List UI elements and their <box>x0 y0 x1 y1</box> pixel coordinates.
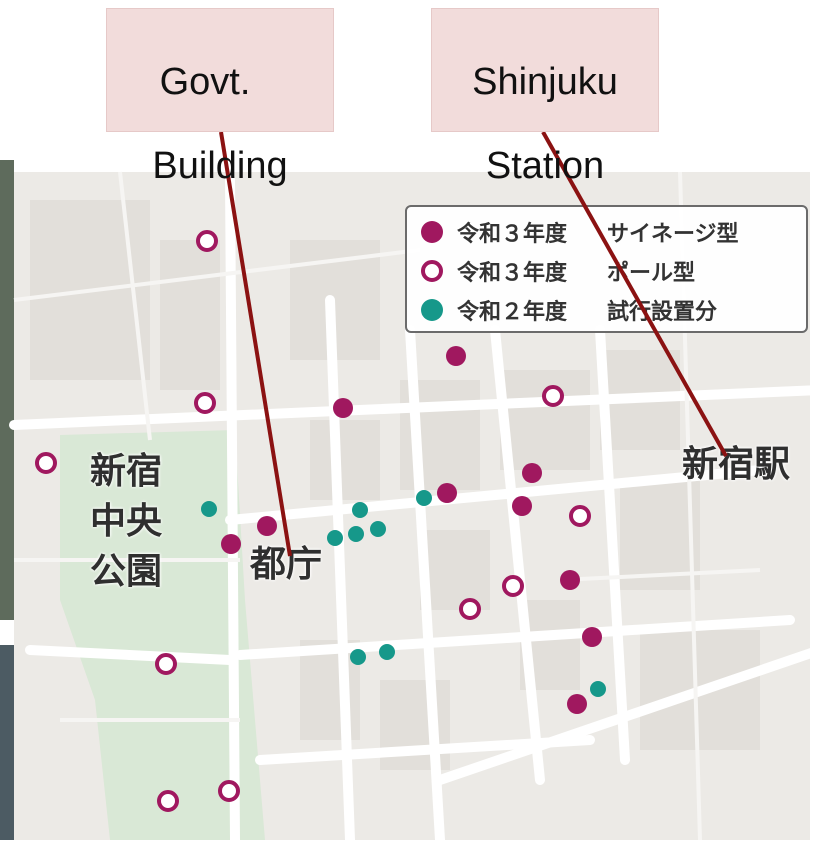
pole-marker <box>196 230 218 252</box>
trial-marker <box>590 681 606 697</box>
signage-markers <box>221 346 602 714</box>
signage-marker <box>446 346 466 366</box>
callout-line: Building <box>152 145 288 187</box>
trial-marker <box>327 530 343 546</box>
signage-marker <box>257 516 277 536</box>
legend-year: 令和３年度 <box>457 222 568 247</box>
trial-marker <box>201 501 217 517</box>
legend-item-pole: 令和３年度 ポール型 <box>421 254 695 288</box>
pole-marker <box>542 385 564 407</box>
legend: 令和３年度 サイネージ型 令和３年度 ポール型 令和２年度 試行設置分 <box>405 205 808 333</box>
pole-marker <box>459 598 481 620</box>
legend-type: 試行設置分 <box>607 300 718 325</box>
trial-marker <box>352 502 368 518</box>
signage-marker <box>522 463 542 483</box>
pole-marker <box>218 780 240 802</box>
callout-line: Govt. <box>159 61 251 103</box>
pole-marker <box>502 575 524 597</box>
signage-marker <box>567 694 587 714</box>
signage-marker <box>437 483 457 503</box>
leader-line-station <box>541 131 728 457</box>
trial-marker <box>348 526 364 542</box>
legend-year: 令和３年度 <box>457 261 568 286</box>
trial-marker <box>370 521 386 537</box>
signage-marker <box>333 398 353 418</box>
leader-line-govt <box>219 131 292 557</box>
signage-marker <box>221 534 241 554</box>
callout-line: Station <box>485 145 605 187</box>
legend-type: サイネージ型 <box>607 222 739 247</box>
pole-marker <box>155 653 177 675</box>
pole-markers <box>35 230 591 812</box>
park-label: 新宿 中央 公園 <box>90 451 163 592</box>
ring-icon <box>421 260 443 282</box>
photo-strip-top <box>0 160 14 620</box>
callout-govt-building: Govt. Building <box>106 8 334 187</box>
signage-marker <box>560 570 580 590</box>
pole-marker <box>194 392 216 414</box>
park-area <box>60 430 265 840</box>
signage-marker <box>582 627 602 647</box>
callout-shinjuku-station: Shinjuku Station <box>431 8 659 187</box>
trial-marker <box>416 490 432 506</box>
trial-marker <box>379 644 395 660</box>
filled-circle-icon <box>421 299 443 321</box>
filled-circle-icon <box>421 221 443 243</box>
pole-marker <box>35 452 57 474</box>
legend-year: 令和２年度 <box>457 300 568 325</box>
legend-item-signage: 令和３年度 サイネージ型 <box>421 215 739 249</box>
photo-strip-bottom <box>0 645 14 840</box>
pole-marker <box>569 505 591 527</box>
tocho-label: 都庁 <box>250 544 323 585</box>
station-label: 新宿駅 <box>682 444 791 485</box>
trial-markers <box>201 490 606 697</box>
trial-marker <box>350 649 366 665</box>
callout-line: Shinjuku <box>472 61 618 103</box>
pole-marker <box>157 790 179 812</box>
signage-marker <box>512 496 532 516</box>
legend-item-trial: 令和２年度 試行設置分 <box>421 293 717 327</box>
